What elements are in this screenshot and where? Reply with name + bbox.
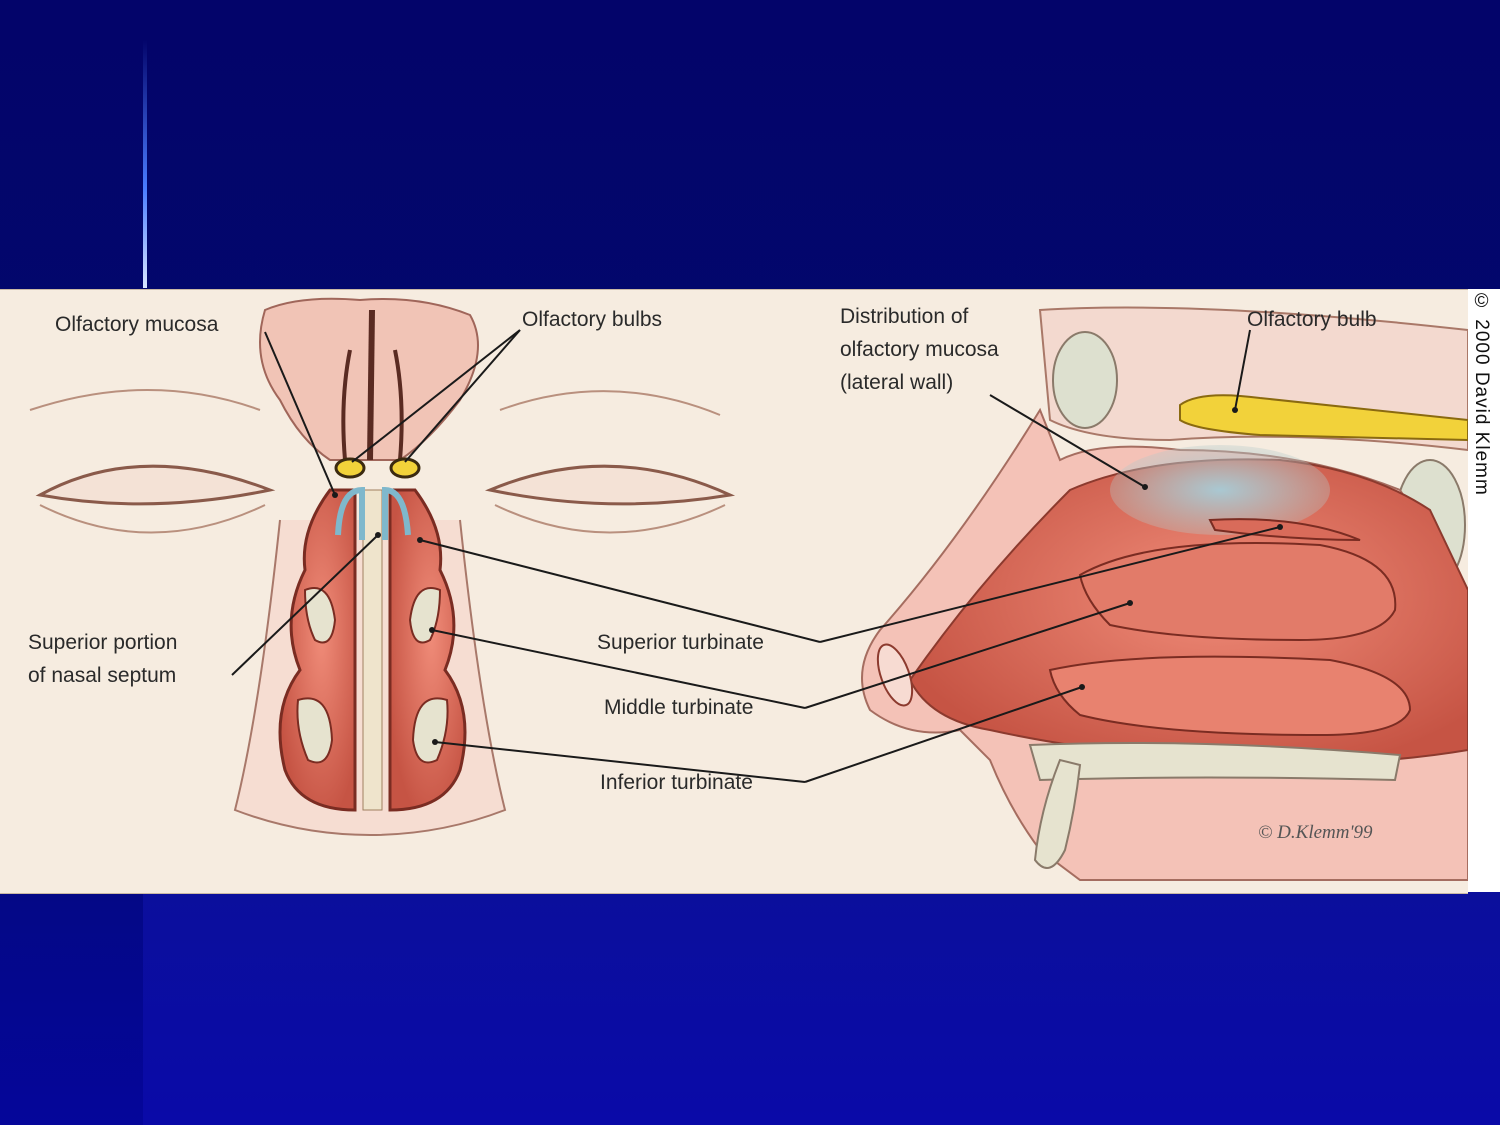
frontal-view xyxy=(29,297,736,837)
label-distribution-line2: olfactory mucosa xyxy=(840,338,999,361)
middle-turbinate-shape xyxy=(1078,542,1397,642)
inferior-turbinate-shape xyxy=(1048,655,1412,737)
anatomy-illustration: Olfactory mucosa Olfactory bulbs Superio… xyxy=(28,297,1468,881)
leader-lines xyxy=(231,329,1281,783)
olfactory-bulb-lateral-icon xyxy=(1179,394,1468,442)
artist-signature: © D.Klemm'99 xyxy=(1258,822,1373,843)
olfactory-mucosa-distribution xyxy=(1110,445,1330,535)
right-eye xyxy=(484,464,736,506)
label-olfactory-bulb: Olfactory bulb xyxy=(1247,308,1377,331)
turbinate-left xyxy=(303,587,337,644)
label-inferior-turbinate: Inferior turbinate xyxy=(600,771,753,794)
copyright-strip xyxy=(1468,289,1500,892)
label-superior-portion-line2: of nasal septum xyxy=(28,664,176,687)
label-distribution-line3: (lateral wall) xyxy=(840,371,953,394)
olfactory-bulb-right-icon xyxy=(389,457,421,479)
label-olfactory-bulbs: Olfactory bulbs xyxy=(522,308,662,331)
left-eye xyxy=(35,464,276,506)
accent-line xyxy=(143,40,147,288)
label-superior-portion-line1: Superior portion xyxy=(28,631,177,654)
bottom-band xyxy=(143,892,1500,1125)
label-distribution-line1: Distribution of xyxy=(840,305,969,328)
leader-dots xyxy=(332,407,1283,745)
hard-palate xyxy=(1028,741,1402,782)
nasal-septum xyxy=(362,489,383,811)
olfactory-mucosa-frontal xyxy=(335,486,365,540)
label-middle-turbinate: Middle turbinate xyxy=(604,696,753,719)
label-olfactory-mucosa: Olfactory mucosa xyxy=(55,313,219,336)
anatomy-figure: Olfactory mucosa Olfactory bulbs Superio… xyxy=(0,289,1468,894)
lateral-view xyxy=(861,306,1468,881)
label-superior-turbinate: Superior turbinate xyxy=(597,631,764,654)
olfactory-bulb-left-icon xyxy=(334,457,366,479)
copyright-text: © 2000 David Klemm xyxy=(1471,291,1492,496)
